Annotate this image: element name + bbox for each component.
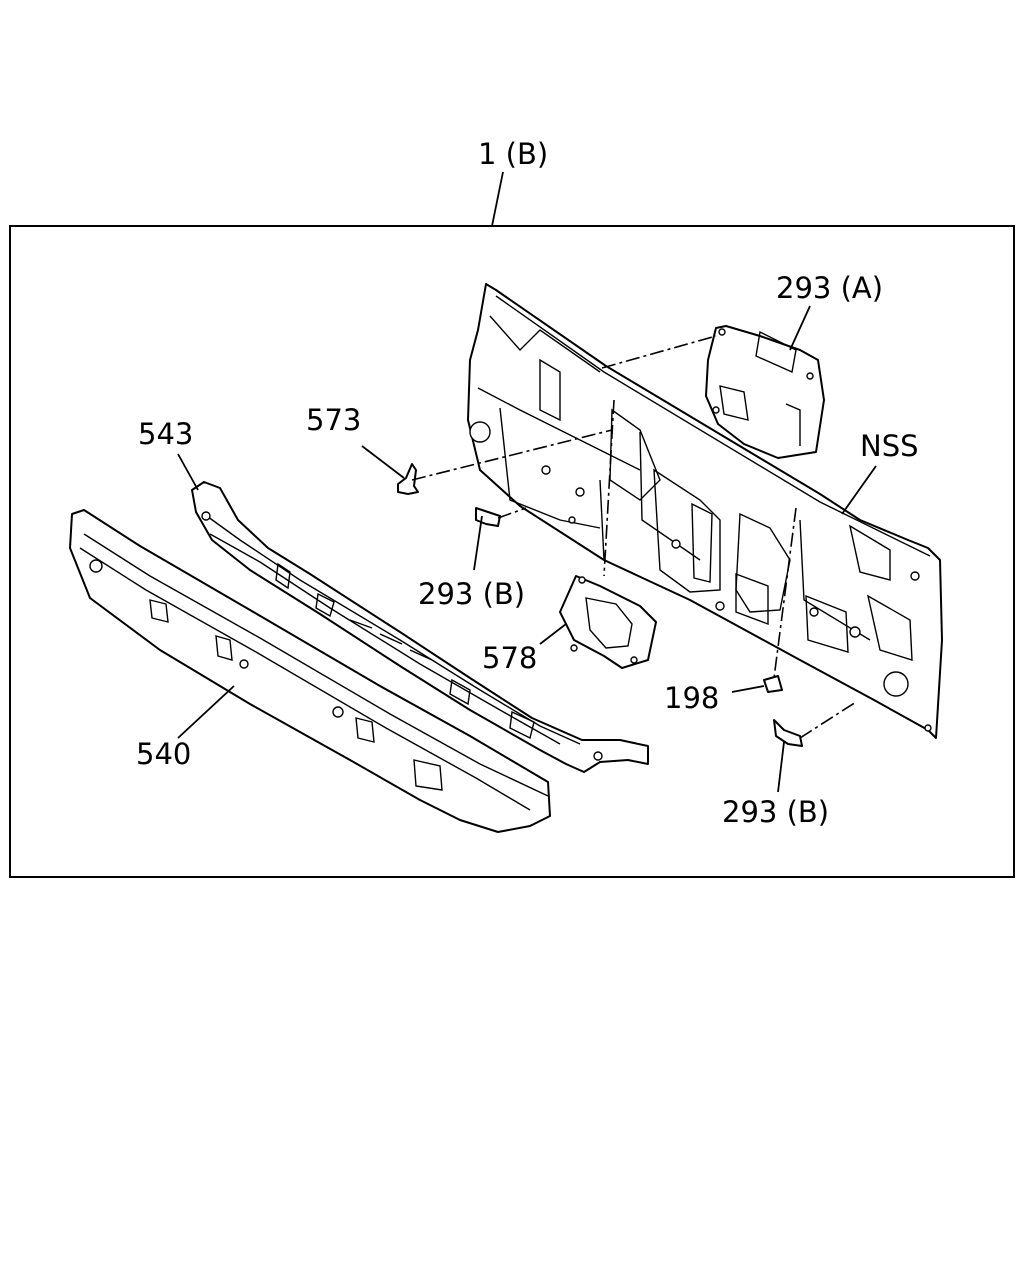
cowl-543: [191, 481, 649, 773]
assembly-leader: [491, 171, 504, 227]
crossmember-540: [69, 509, 551, 833]
nut-198: [763, 675, 783, 693]
clip-573: [397, 463, 419, 495]
leader-293b-upper: [473, 515, 483, 571]
callout-nss: NSS: [860, 429, 919, 463]
callout-578: 578: [482, 641, 537, 675]
dash-293a: [601, 335, 717, 369]
leader-293a: [789, 305, 811, 351]
leader-573: [361, 445, 405, 479]
leader-nss: [841, 465, 877, 515]
callout-293a: 293 (A): [776, 271, 883, 305]
dash-198: [773, 507, 797, 679]
clip-293b-lower: [773, 719, 803, 747]
insulator-578: [559, 575, 657, 669]
callout-540: 540: [136, 737, 191, 771]
insulator-293a: [705, 325, 825, 459]
callout-573: 573: [306, 403, 361, 437]
callout-293b-upper: 293 (B): [418, 577, 525, 611]
nss-dash-panel: [467, 283, 943, 739]
callout-198: 198: [664, 681, 719, 715]
leader-543: [177, 453, 199, 491]
dash-573: [411, 429, 613, 481]
dash-293b-lower: [799, 701, 857, 739]
leader-578: [539, 623, 567, 645]
leader-198: [731, 685, 765, 693]
clip-293b-upper: [475, 507, 501, 527]
dash-293b-upper: [497, 507, 527, 519]
callout-543: 543: [138, 417, 193, 451]
dash-578: [603, 399, 615, 577]
leader-540: [177, 685, 235, 739]
assembly-label: 1 (B): [478, 137, 548, 171]
assembly-frame: [9, 225, 1015, 878]
callout-293b-lower: 293 (B): [722, 795, 829, 829]
leader-293b-lower: [777, 741, 785, 793]
